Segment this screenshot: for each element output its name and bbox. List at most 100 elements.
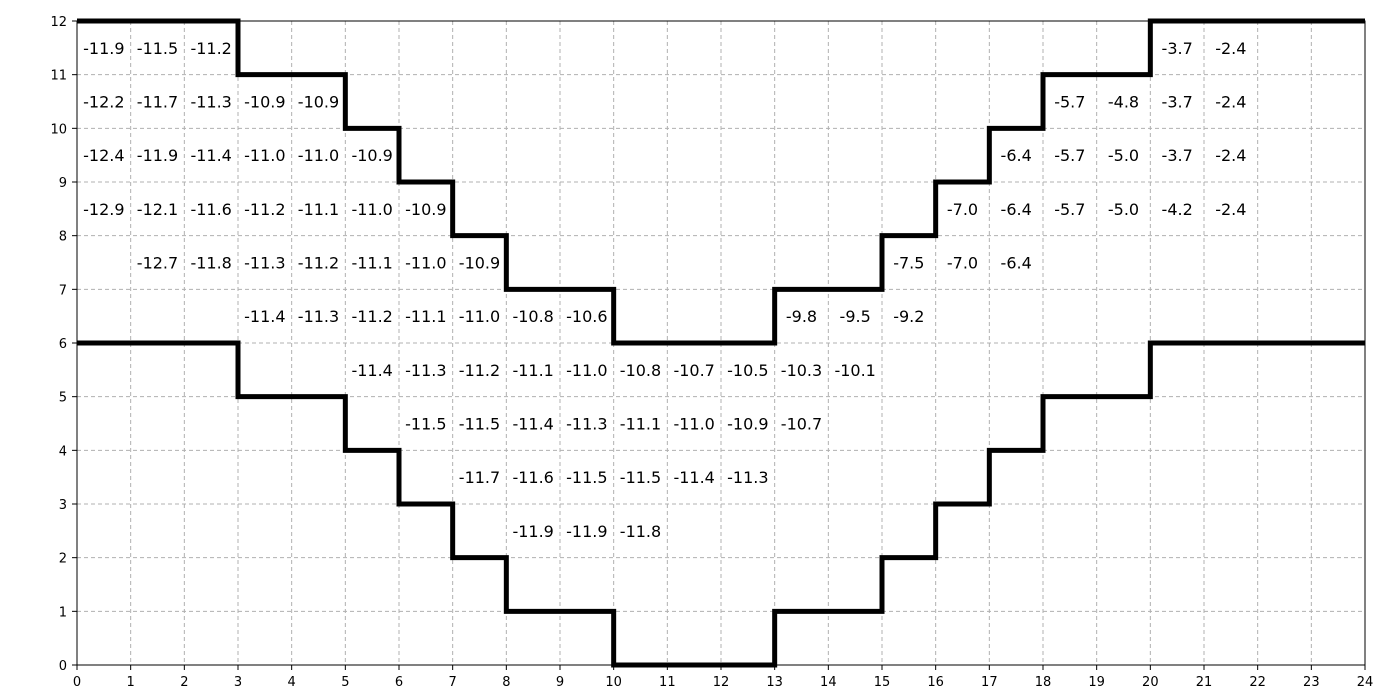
x-tick-label: 20 (1142, 675, 1159, 690)
x-tick-label: 21 (1196, 675, 1213, 690)
y-tick-label: 2 (59, 552, 67, 567)
cell-value-label: -10.7 (673, 361, 714, 380)
y-tick-label: 11 (50, 69, 67, 84)
cell-value-label: -10.7 (781, 415, 822, 434)
cell-value-label: -10.9 (351, 146, 392, 165)
x-tick-label: 7 (449, 675, 457, 690)
y-tick-label: 8 (59, 230, 67, 245)
x-tick-label: 14 (820, 675, 837, 690)
cell-value-label: -6.4 (1001, 146, 1032, 165)
cell-value-label: -4.2 (1162, 200, 1193, 219)
y-tick-label: 5 (59, 391, 67, 406)
cell-value-label: -11.5 (405, 415, 446, 434)
cell-value-label: -7.5 (893, 254, 924, 273)
cell-value-label: -11.3 (727, 468, 768, 487)
cell-value-label: -11.9 (512, 522, 553, 541)
cell-value-label: -11.7 (137, 93, 178, 112)
cell-value-label: -2.4 (1215, 146, 1246, 165)
cell-value-label: -9.2 (893, 307, 924, 326)
cell-value-label: -11.4 (512, 415, 553, 434)
y-tick-label: 4 (59, 444, 67, 459)
cell-value-label: -9.5 (840, 307, 871, 326)
cell-value-label: -10.3 (781, 361, 822, 380)
cell-value-label: -11.5 (459, 415, 500, 434)
plot-frame (76, 20, 1366, 666)
cell-value-label: -10.9 (298, 93, 339, 112)
cell-value-label: -10.6 (566, 307, 607, 326)
x-tick-label: 3 (234, 675, 242, 690)
cell-value-label: -11.4 (673, 468, 714, 487)
x-tick-label: 22 (1249, 675, 1266, 690)
x-tick-label: 12 (713, 675, 730, 690)
cell-value-label: -10.5 (727, 361, 768, 380)
cell-value-label: -11.0 (459, 307, 500, 326)
y-tick-label: 1 (59, 605, 67, 620)
cell-value-label: -11.5 (566, 468, 607, 487)
cell-value-label: -11.8 (620, 522, 661, 541)
x-tick-label: 19 (1088, 675, 1105, 690)
cell-value-label: -7.0 (947, 254, 978, 273)
cell-value-label: -6.4 (1001, 200, 1032, 219)
cell-value-label: -11.2 (298, 254, 339, 273)
cell-value-label: -12.7 (137, 254, 178, 273)
cell-value-label: -10.9 (459, 254, 500, 273)
cell-value-label: -5.7 (1054, 200, 1085, 219)
cell-value-label: -11.0 (566, 361, 607, 380)
cell-value-label: -12.4 (83, 146, 124, 165)
cell-value-label: -11.0 (351, 200, 392, 219)
cell-value-label: -11.2 (244, 200, 285, 219)
cell-value-label: -11.3 (405, 361, 446, 380)
cell-value-label: -11.1 (405, 307, 446, 326)
cell-value-label: -11.5 (620, 468, 661, 487)
cell-value-label: -10.8 (620, 361, 661, 380)
cell-value-label: -11.2 (459, 361, 500, 380)
cell-value-label: -10.9 (727, 415, 768, 434)
cell-value-label: -12.1 (137, 200, 178, 219)
cell-value-label: -12.2 (83, 93, 124, 112)
cell-value-label: -3.7 (1162, 39, 1193, 58)
cell-value-label: -11.1 (620, 415, 661, 434)
cell-value-label: -9.8 (786, 307, 817, 326)
cell-value-label: -11.1 (512, 361, 553, 380)
cell-value-label: -11.0 (298, 146, 339, 165)
x-tick-label: 23 (1303, 675, 1320, 690)
cell-value-label: -3.7 (1162, 93, 1193, 112)
cell-value-label: -11.9 (566, 522, 607, 541)
x-tick-label: 0 (73, 675, 81, 690)
cell-value-label: -11.0 (244, 146, 285, 165)
x-tick-label: 9 (556, 675, 564, 690)
cell-value-label: -11.2 (190, 39, 231, 58)
cell-value-label: -2.4 (1215, 200, 1246, 219)
y-tick-label: 0 (59, 659, 67, 674)
cell-value-label: -11.3 (244, 254, 285, 273)
y-tick-label: 12 (50, 15, 67, 30)
x-tick-label: 8 (502, 675, 510, 690)
cell-value-label: -3.7 (1162, 146, 1193, 165)
x-tick-label: 13 (766, 675, 783, 690)
cell-label-layer: -11.9 -11.5 -11.2 -3.7 -2.4 -12.2 -11.7 -11.3 -1… (83, 39, 1246, 541)
cell-value-label: -11.0 (405, 254, 446, 273)
cell-value-label: -11.3 (190, 93, 231, 112)
cell-value-label: -11.5 (137, 39, 178, 58)
cell-value-label: -5.0 (1108, 146, 1139, 165)
x-tick-label: 2 (180, 675, 188, 690)
x-tick-label: 6 (395, 675, 403, 690)
cell-value-label: -6.4 (1001, 254, 1032, 273)
x-tick-label: 15 (874, 675, 891, 690)
cell-value-label: -2.4 (1215, 93, 1246, 112)
cell-value-label: -11.9 (83, 39, 124, 58)
cell-value-label: -10.9 (244, 93, 285, 112)
cell-value-label: -11.2 (351, 307, 392, 326)
x-tick-label: 24 (1357, 675, 1374, 690)
cell-value-label: -10.9 (405, 200, 446, 219)
x-tick-label: 18 (1035, 675, 1052, 690)
y-tick-label: 6 (59, 337, 67, 352)
x-tick-label: 5 (341, 675, 349, 690)
y-tick-label: 9 (59, 176, 67, 191)
x-tick-label: 11 (659, 675, 676, 690)
cell-value-label: -10.8 (512, 307, 553, 326)
cell-value-label: -11.3 (566, 415, 607, 434)
